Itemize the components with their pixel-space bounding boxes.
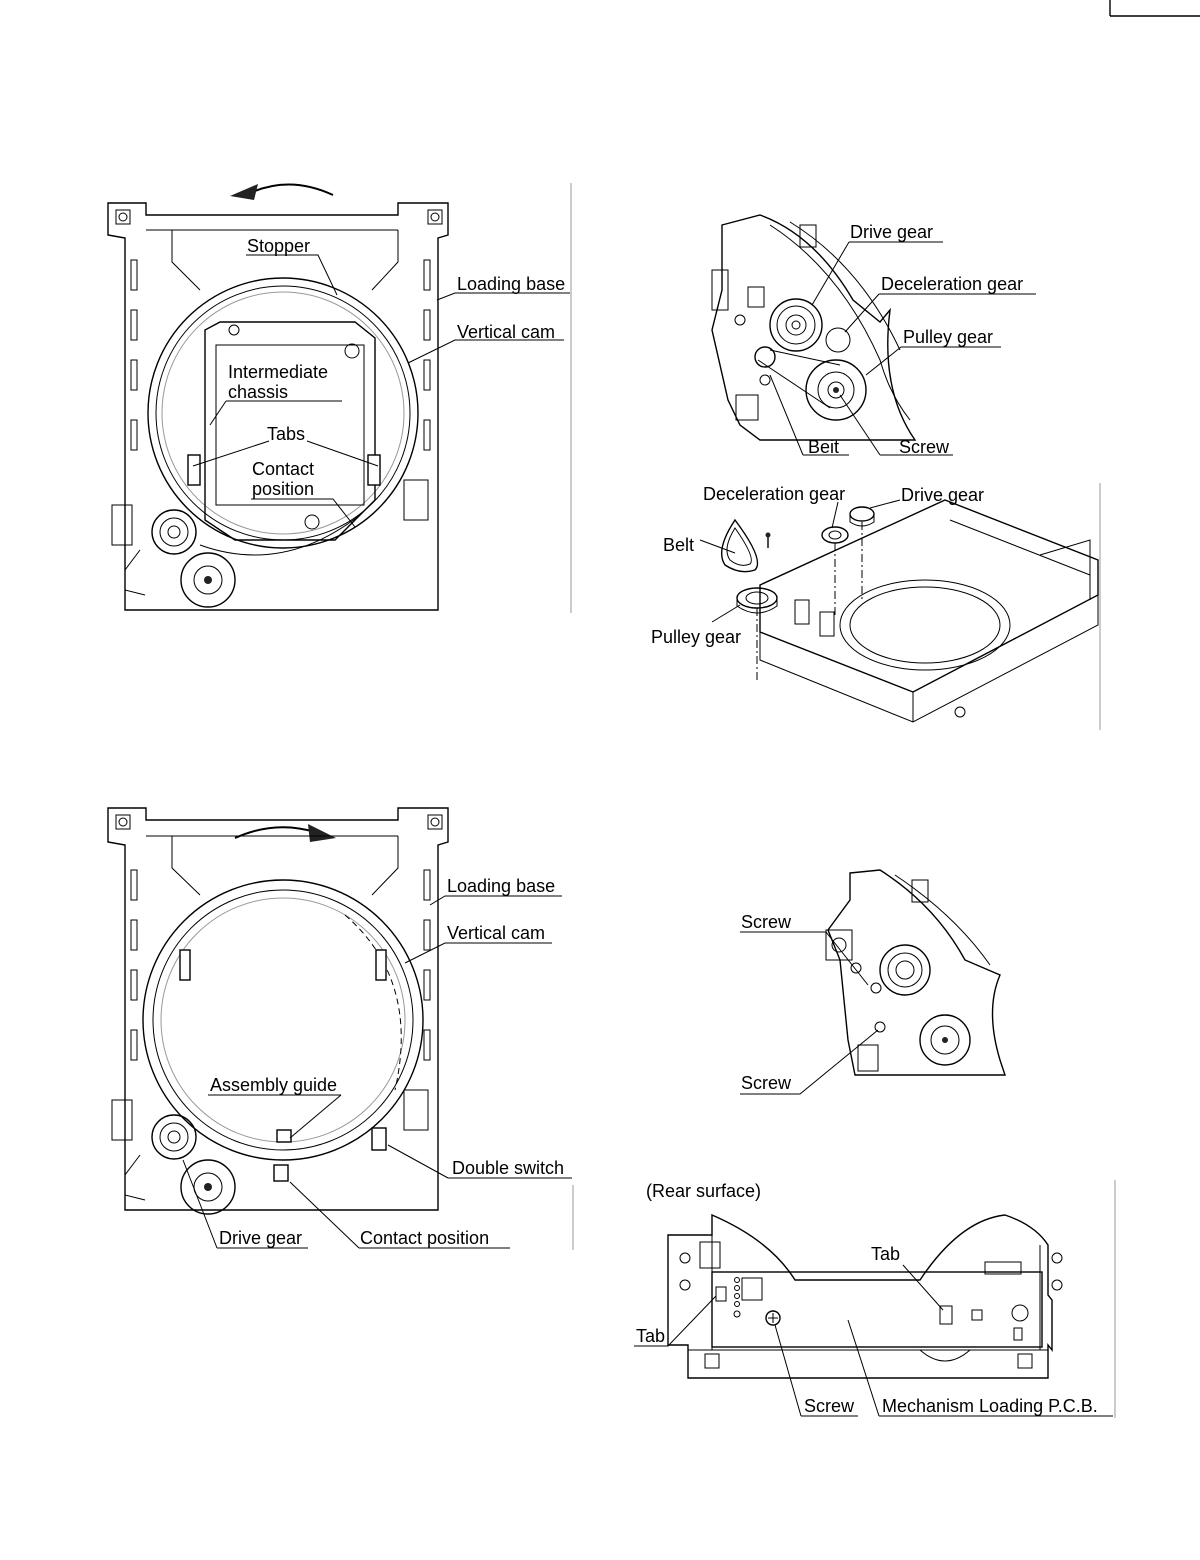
figure-loading-base-top	[107, 183, 572, 613]
screw-part	[765, 532, 771, 548]
label-contact-position: Contact position	[360, 1228, 489, 1248]
label-drive-gear-2: Drive gear	[901, 485, 984, 505]
figure-drive-gear-closeup	[711, 214, 1036, 456]
label-pulley-gear-2: Pulley gear	[651, 627, 741, 647]
label-tab-right: Tab	[871, 1244, 900, 1264]
label-deceleration-gear: Deceleration gear	[881, 274, 1023, 294]
label-assembly-guide: Assembly guide	[210, 1075, 337, 1095]
label-rear-surface: (Rear surface)	[646, 1181, 761, 1201]
label-belt: Beit	[808, 437, 839, 457]
page-number-box	[1109, 0, 1200, 17]
label-mechanism-loading-pcb: Mechanism Loading P.C.B.	[882, 1396, 1098, 1416]
label-screw-bottom: Screw	[741, 1073, 792, 1093]
rotate-right-arrow-icon	[234, 824, 336, 842]
label-loading-base-2: Loading base	[447, 876, 555, 896]
label-belt-2: Belt	[663, 535, 694, 555]
label-tabs: Tabs	[267, 424, 305, 444]
label-screw: Screw	[899, 437, 950, 457]
figure-screw-locations	[740, 869, 1006, 1095]
label-loading-base: Loading base	[457, 274, 565, 294]
label-deceleration-gear-2: Deceleration gear	[703, 484, 845, 504]
belt-part	[721, 518, 759, 573]
figure-exploded-view	[699, 483, 1101, 730]
label-screw-top: Screw	[741, 912, 792, 932]
label-contact: Contact	[252, 459, 314, 479]
label-chassis: chassis	[228, 382, 288, 402]
figure-rear-surface-pcb	[634, 1180, 1116, 1418]
label-vertical-cam: Vertical cam	[457, 322, 555, 342]
label-tab-left: Tab	[636, 1326, 665, 1346]
label-drive-gear: Drive gear	[850, 222, 933, 242]
figure-loading-base-bottom	[107, 807, 574, 1250]
deceleration-gear-part	[821, 526, 849, 544]
label-stopper: Stopper	[247, 236, 310, 256]
label-double-switch: Double switch	[452, 1158, 564, 1178]
label-position: position	[252, 479, 314, 499]
label-vertical-cam-2: Vertical cam	[447, 923, 545, 943]
label-drive-gear-3: Drive gear	[219, 1228, 302, 1248]
label-intermediate: Intermediate	[228, 362, 328, 382]
rotate-left-arrow-icon	[230, 183, 334, 200]
label-screw-pcb: Screw	[804, 1396, 855, 1416]
label-pulley-gear: Pulley gear	[903, 327, 993, 347]
